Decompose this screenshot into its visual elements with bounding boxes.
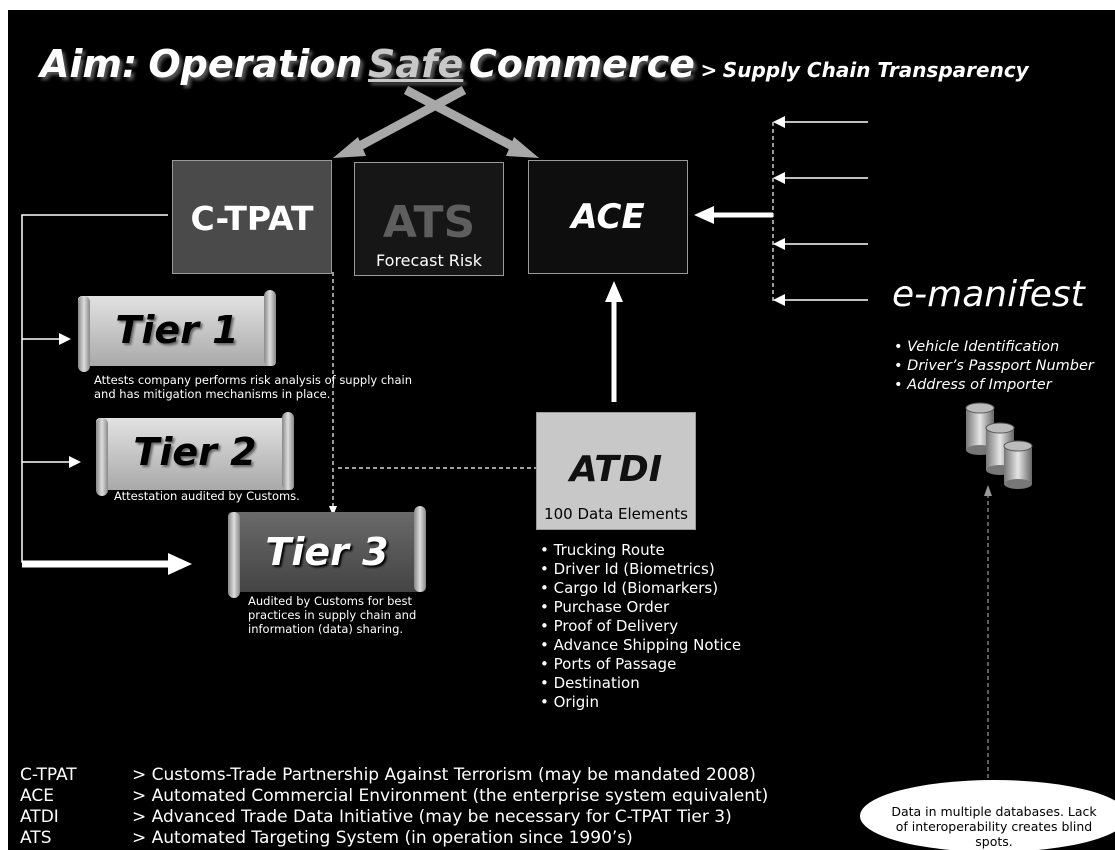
database-cylinder-1: [965, 402, 995, 455]
tier1-scroll-roll-right: [264, 290, 276, 366]
tier3-label: Tier 3: [265, 530, 389, 574]
list-item: Trucking Route: [540, 541, 741, 560]
tier1-scroll-roll: [78, 296, 90, 372]
title-subtitle: Supply Chain Transparency: [722, 58, 1029, 82]
title-commerce: Commerce: [468, 42, 695, 86]
tier2-desc: Attestation audited by Customs.: [114, 489, 300, 503]
list-item: Driver Id (Biometrics): [540, 560, 741, 579]
note-text: Data in multiple databases. Lack of inte…: [891, 804, 1097, 849]
list-item: Purchase Order: [540, 598, 741, 617]
tier3-scroll-roll: [228, 512, 240, 598]
atdi-sub: 100 Data Elements: [544, 505, 688, 523]
title-operation: Operation: [148, 42, 363, 86]
ctpat-box: C-TPAT: [172, 160, 332, 274]
ats-label: ATS: [382, 197, 476, 248]
list-item: Ports of Passage: [540, 655, 741, 674]
atdi-box: ATDI 100 Data Elements: [536, 412, 696, 530]
tier2-scroll: Tier 2: [96, 412, 294, 496]
atdi-list: Trucking Route Driver Id (Biometrics) Ca…: [540, 541, 741, 712]
tier1-scroll: Tier 1: [78, 290, 276, 372]
title-separator: >: [700, 58, 718, 82]
atdi-label: ATDI: [569, 449, 663, 490]
tier2-scroll-roll: [96, 418, 108, 496]
title-safe: Safe: [367, 42, 464, 86]
cross-arrows: [353, 86, 519, 152]
page-title: Aim: Operation Safe Commerce > Supply Ch…: [40, 42, 1029, 86]
tier1-label: Tier 1: [115, 308, 239, 352]
list-item: Proof of Delivery: [540, 617, 741, 636]
list-item: Driver’s Passport Number: [894, 357, 1094, 376]
ats-sub: Forecast Risk: [376, 251, 482, 270]
tier3-desc: Audited by Customs for best practices in…: [248, 594, 417, 636]
list-item: Vehicle Identification: [894, 338, 1094, 357]
legend-row-atdi: ATDI > Advanced Trade Data Initiative (ma…: [20, 807, 732, 827]
ace-box: ACE: [528, 160, 688, 274]
emanifest-list: Vehicle Identification Driver’s Passport…: [894, 338, 1094, 395]
tier1-desc: Attests company performs risk analysis o…: [94, 373, 412, 401]
ats-box: ATS Forecast Risk: [354, 162, 504, 276]
database-cylinder-3: [1003, 440, 1033, 489]
list-item: Advance Shipping Notice: [540, 636, 741, 655]
legend-desc: > Automated Targeting System (in operati…: [132, 828, 633, 848]
legend-row-ace: ACE > Automated Commercial Environment (t…: [20, 786, 768, 806]
slide: Aim: Operation Safe Commerce > Supply Ch…: [8, 10, 1115, 850]
legend-desc: > Automated Commercial Environment (the …: [132, 786, 769, 806]
list-item: Address of Importer: [894, 376, 1094, 395]
legend-row-ctpat: C-TPAT > Customs-Trade Partnership Agains…: [20, 765, 756, 785]
ace-label: ACE: [571, 197, 645, 237]
legend-desc: > Advanced Trade Data Initiative (may be…: [132, 807, 732, 827]
tier2-label: Tier 2: [133, 430, 257, 474]
legend-abbr: ATDI: [20, 807, 59, 827]
legend-row-ats: ATS > Automated Targeting System (in oper…: [20, 828, 633, 848]
connector-lines: [21, 86, 992, 778]
title-aim: Aim:: [40, 42, 138, 86]
ctpat-label: C-TPAT: [190, 199, 314, 238]
list-item: Destination: [540, 674, 741, 693]
emanifest-title: e-manifest: [892, 274, 1085, 315]
list-item: Cargo Id (Biomarkers): [540, 579, 741, 598]
tier3-scroll: Tier 3: [228, 506, 426, 598]
note-bubble: Data in multiple databases. Lack of inte…: [860, 780, 1115, 850]
tier2-scroll-roll-right: [282, 412, 294, 490]
legend-abbr: ATS: [20, 828, 52, 848]
legend-abbr: ACE: [20, 786, 54, 806]
legend-abbr: C-TPAT: [20, 765, 77, 785]
database-icon: [965, 402, 1033, 489]
list-item: Origin: [540, 693, 741, 712]
legend-desc: > Customs-Trade Partnership Against Terr…: [132, 765, 756, 785]
tier3-scroll-roll-right: [414, 506, 426, 592]
